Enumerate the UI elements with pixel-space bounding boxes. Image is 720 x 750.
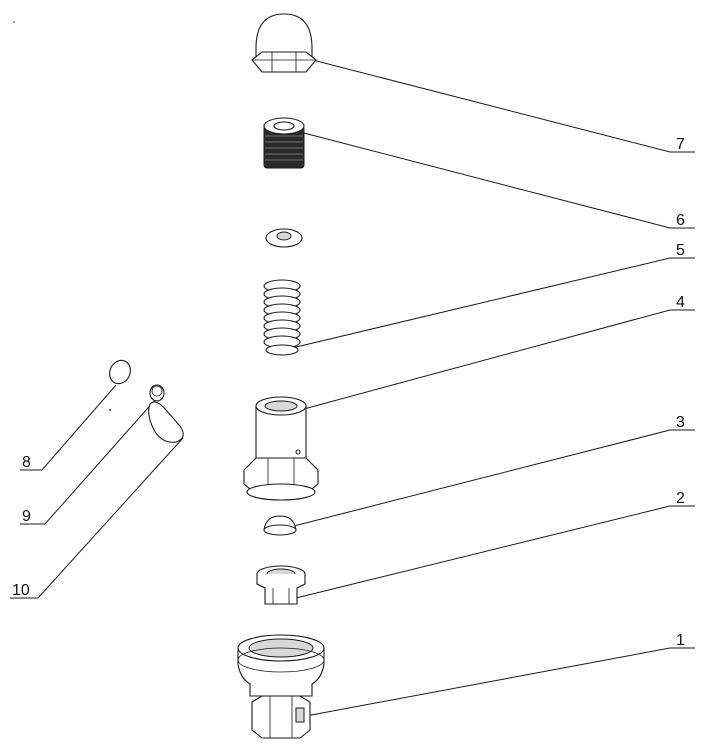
part-7-cap-nut xyxy=(251,13,317,73)
callout-4: 4 xyxy=(676,294,685,311)
callout-2: 2 xyxy=(676,490,685,507)
part-9-pin xyxy=(149,384,165,402)
spring-seat-washer xyxy=(265,228,303,248)
callout-10: 10 xyxy=(12,582,30,599)
leader-7 xyxy=(304,57,695,153)
leader-8 xyxy=(20,384,117,471)
callout-8: 8 xyxy=(22,454,31,471)
callout-5: 5 xyxy=(676,242,685,259)
part-10-seal xyxy=(148,401,184,443)
part-1-housing xyxy=(237,634,325,739)
leader-3 xyxy=(289,429,695,528)
callout-labels: 7 6 5 4 3 2 1 8 9 10 xyxy=(12,136,685,649)
callout-6: 6 xyxy=(676,212,685,229)
callout-1: 1 xyxy=(676,632,685,649)
leader-5 xyxy=(291,257,695,349)
speck-mark xyxy=(13,21,15,23)
leader-2 xyxy=(295,505,695,599)
part-8-disc xyxy=(109,359,131,385)
part-3-valve-cap xyxy=(263,515,297,536)
leader-9 xyxy=(20,399,156,525)
part-5-spring xyxy=(263,279,301,356)
callout-3: 3 xyxy=(676,414,685,431)
part-6-threaded-insert xyxy=(263,117,305,169)
leader-1 xyxy=(305,647,695,717)
leader-4 xyxy=(299,309,695,411)
leader-lines xyxy=(10,57,695,717)
leader-10 xyxy=(10,437,184,599)
leader-6 xyxy=(299,131,695,229)
callout-9: 9 xyxy=(22,508,31,525)
callout-7: 7 xyxy=(676,136,685,153)
part-2-valve-guide xyxy=(256,565,306,605)
speck-mark xyxy=(109,409,111,411)
part-4-body xyxy=(243,396,319,501)
